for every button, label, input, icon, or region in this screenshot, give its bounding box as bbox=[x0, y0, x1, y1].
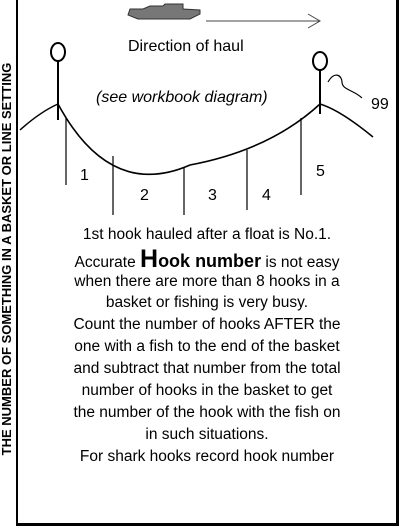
text-line-11: For shark hooks record hook number bbox=[79, 448, 335, 465]
branch-line-99 bbox=[327, 74, 363, 99]
text-line-8: number of hooks in the basket to get bbox=[81, 382, 333, 399]
content-border bbox=[16, 0, 399, 526]
mainline-sag bbox=[57, 103, 321, 176]
mainline-right-end bbox=[319, 103, 374, 138]
arrowhead-icon bbox=[307, 13, 321, 29]
text-line-7: and subtract that number from the total bbox=[73, 360, 341, 377]
right-float-icon bbox=[312, 51, 328, 71]
longline-diagram bbox=[19, 3, 374, 215]
hook-number-3: 3 bbox=[208, 187, 217, 204]
mainline-left-end bbox=[19, 103, 59, 131]
vessel-icon bbox=[127, 3, 201, 20]
text-line-3: when there are more than 8 hooks in a bbox=[74, 273, 340, 290]
text-line-10: in such situations. bbox=[145, 426, 269, 443]
text-line-4: basket or fishing is very busy. bbox=[105, 294, 309, 311]
text-line-2: Accurate Hook number is not easy bbox=[18, 247, 396, 275]
text-line-2-a: Accurate bbox=[74, 254, 140, 271]
text-line-2-bold: ook number bbox=[158, 251, 262, 271]
left-float-icon bbox=[50, 42, 66, 62]
hook-number-1: 1 bbox=[80, 167, 89, 184]
text-line-6: one with a fish to the end of the basket bbox=[74, 338, 340, 355]
hook-number-2: 2 bbox=[140, 187, 149, 204]
text-line-2-c: is not easy bbox=[261, 254, 340, 271]
text-line-9: the number of the hook with the fish on bbox=[73, 404, 341, 421]
workbook-diagram-note: (see workbook diagram) bbox=[96, 89, 268, 106]
hook-number-5: 5 bbox=[316, 163, 325, 180]
text-line-5: Count the number of hooks AFTER the bbox=[73, 316, 341, 333]
text-line-2-big: H bbox=[140, 245, 159, 273]
direction-of-haul-label: Direction of haul bbox=[128, 38, 244, 55]
hook-number-4: 4 bbox=[262, 187, 271, 204]
text-line-1: 1st hook hauled after a float is No.1. bbox=[82, 226, 332, 243]
branch-number-label: 99 bbox=[371, 96, 389, 113]
